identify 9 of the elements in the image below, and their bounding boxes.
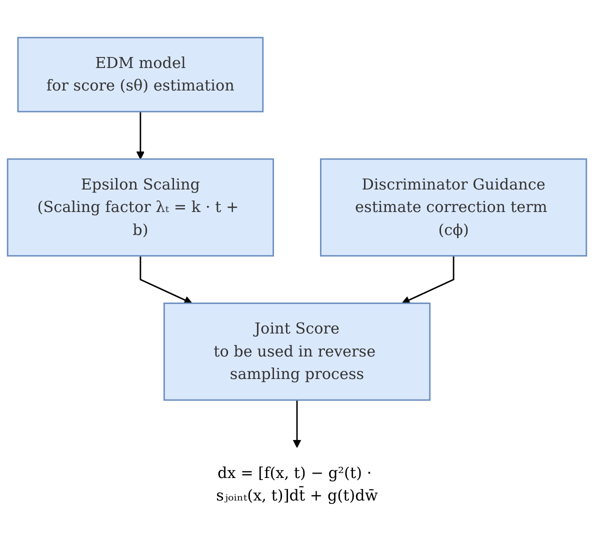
node-box: EDM model for score (sθ) estimation bbox=[17, 37, 264, 113]
arrow bbox=[136, 112, 145, 160]
arrow bbox=[140, 256, 192, 304]
node-box: Joint Score to be used in reverse sampling process bbox=[163, 303, 431, 402]
arrow bbox=[292, 400, 302, 448]
node-box: Epsilon Scaling (Scaling factor λₜ = k · t + b) bbox=[6, 158, 274, 257]
node-box: Discriminator Guidance estimate correction term (cϕ) bbox=[320, 158, 588, 257]
node-text: dx = [f(x, t) − g²(t) · sⱼₒᵢₙₜ(x, t)]dt̄ + g(t)dw̄ bbox=[216, 464, 378, 505]
arrow bbox=[402, 256, 454, 304]
